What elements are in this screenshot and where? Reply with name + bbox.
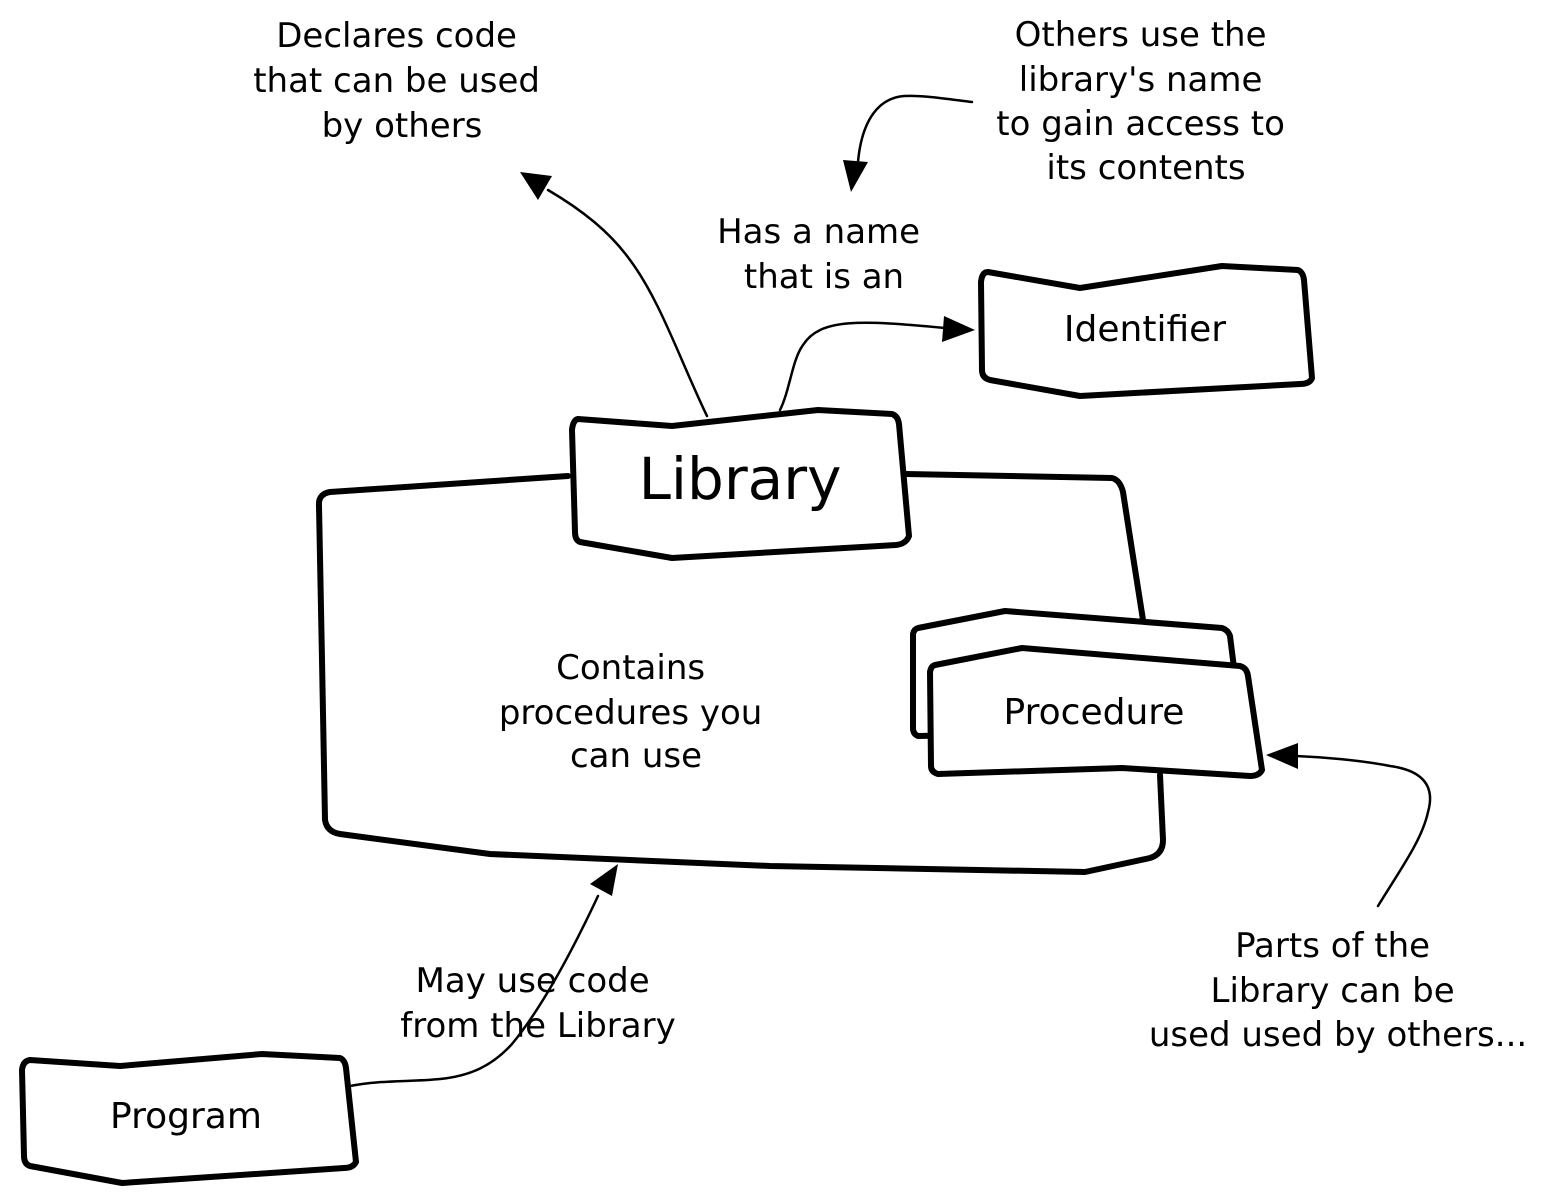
declares-annotation: Declares code that can be used by others <box>253 16 551 146</box>
procedure-label: Procedure <box>1004 692 1185 733</box>
others-use-annotation: Others use the library's name to gain ac… <box>996 15 1295 188</box>
library-label: Library <box>639 445 842 513</box>
procedure-box-front <box>927 645 1265 779</box>
arrow-program-to-library <box>348 864 618 1088</box>
has-name-annotation: Has a name that is an <box>717 212 931 297</box>
program-box <box>19 1051 359 1186</box>
identifier-box <box>978 263 1315 399</box>
library-container <box>315 471 1166 875</box>
contains-annotation: Contains procedures you can use <box>499 648 773 776</box>
arrow-parts-to-procedure <box>1266 743 1432 908</box>
program-label: Program <box>110 1096 262 1137</box>
arrow-others-use-to-name <box>843 94 974 192</box>
library-box <box>569 407 912 561</box>
arrow-to-identifier <box>778 316 975 412</box>
may-use-annotation: May use code from the Library <box>400 961 675 1046</box>
parts-annotation: Parts of the Library can be used used by… <box>1149 926 1527 1055</box>
arrow-to-declares <box>520 172 709 418</box>
identifier-label: Identifier <box>1064 309 1226 350</box>
